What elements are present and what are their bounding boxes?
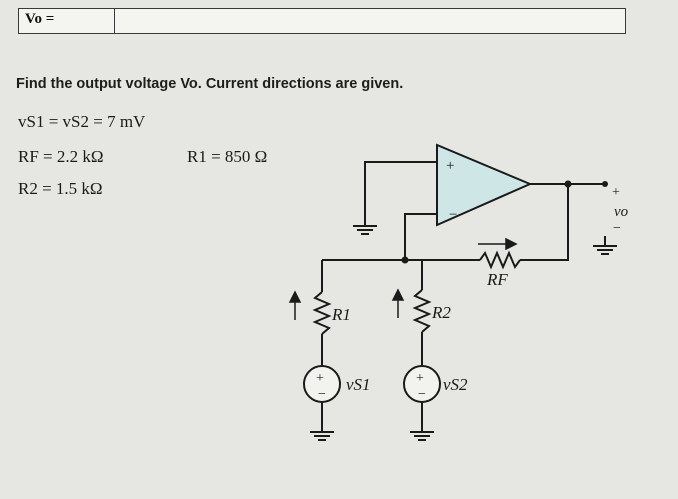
- r2-resistor: [412, 289, 432, 333]
- noninv-input-wire: [364, 161, 437, 226]
- vs2-minus: −: [418, 387, 426, 402]
- r2-label: R2: [431, 303, 451, 322]
- opamp-minus-sign: −: [449, 207, 457, 223]
- answer-row: Vo =: [18, 8, 626, 34]
- vo-minus: −: [613, 221, 621, 236]
- r1-resistor: [312, 291, 332, 335]
- vs1-label: vS1: [346, 375, 371, 394]
- rf-label: RF: [486, 270, 508, 289]
- vs1-minus: −: [318, 387, 326, 402]
- feedback-wire: [520, 184, 569, 261]
- rf-resistor: [479, 250, 521, 270]
- answer-label: Vo =: [19, 9, 115, 33]
- vs2-plus: +: [416, 371, 424, 386]
- vo-label: vo: [614, 204, 629, 220]
- given-vs: vS1 = vS2 = 7 mV: [18, 112, 146, 131]
- given-r1: R1 = 850 Ω: [187, 147, 268, 166]
- op-amp: [436, 143, 533, 227]
- question-text: Find the output voltage Vo. Current dire…: [16, 76, 404, 92]
- opamp-plus-sign: +: [446, 158, 454, 174]
- vo-terminal: [602, 181, 608, 187]
- output-node: [564, 180, 572, 188]
- vs2-label: vS2: [443, 375, 468, 394]
- given-rf: RF = 2.2 kΩ: [18, 147, 104, 166]
- vs1-plus: +: [316, 371, 324, 386]
- inv-input-wire: [404, 213, 437, 260]
- junction-node: [401, 256, 409, 264]
- given-r2: R2 = 1.5 kΩ: [18, 179, 103, 198]
- r1-label: R1: [331, 305, 351, 324]
- vo-plus: +: [612, 185, 620, 200]
